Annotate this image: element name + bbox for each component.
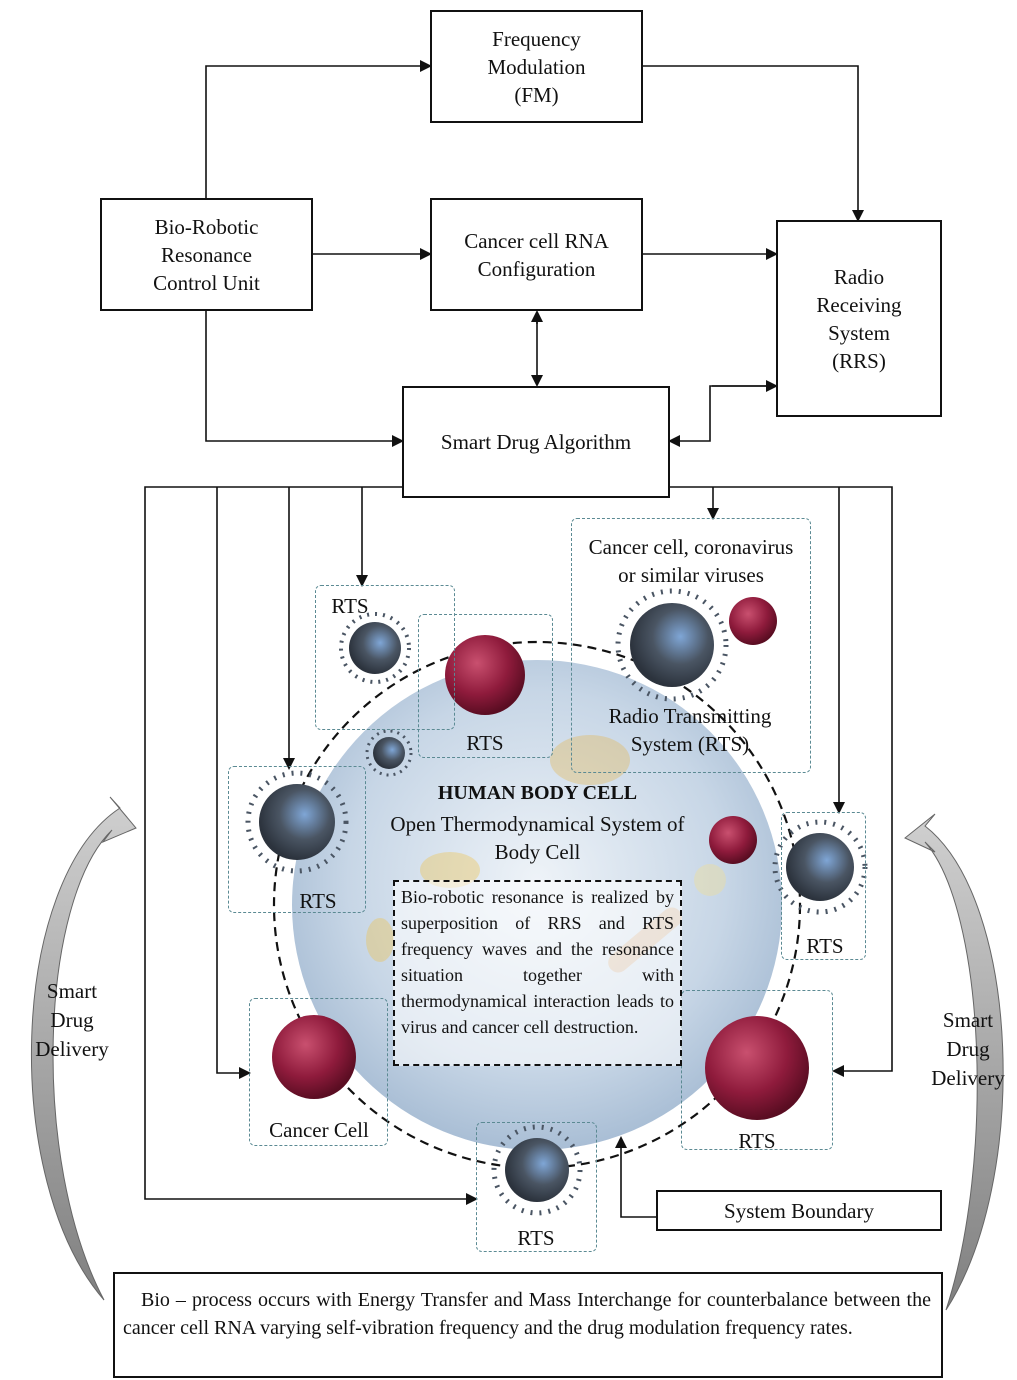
virus-icon-2 [339, 612, 411, 684]
cancer-cell-zone [249, 998, 388, 1146]
cancer-cell-icon-5 [705, 1016, 809, 1120]
virus-icon-6 [491, 1124, 583, 1216]
rts-label-top-inner: RTS [466, 731, 504, 755]
rts-label-left: RTS [299, 889, 337, 913]
fm-block: Frequency Modulation (FM) [430, 10, 643, 123]
rts-zone-bottom-right [681, 990, 833, 1150]
virus-icon-3 [245, 770, 349, 874]
cancer-cell-icon-4 [272, 1015, 356, 1099]
smart-drug-block: Smart Drug Algorithm [402, 386, 670, 498]
rna-config-block: Cancer cell RNA Configuration [430, 198, 643, 311]
rts-label-bottom: RTS [517, 1226, 555, 1250]
bio-process-description: Bio – process occurs with Energy Transfe… [113, 1272, 943, 1378]
rts-zone-right [781, 812, 866, 960]
virus-icon-1 [615, 588, 729, 702]
rts-zone-top-left [315, 585, 455, 730]
system-boundary-block: System Boundary [656, 1190, 942, 1231]
virus-zone [571, 518, 811, 773]
left-delivery-label: Smart Drug Delivery [35, 979, 109, 1061]
resonance-note: Bio-robotic resonance is realized by sup… [393, 880, 682, 1066]
rts-zone-top-inner [418, 614, 553, 758]
virus-caption: Cancer cell, coronavirus or similar viru… [588, 535, 794, 587]
cancer-cell-label: Cancer Cell [269, 1118, 369, 1142]
rts-label-bottom-right: RTS [738, 1129, 776, 1153]
rts-system-label: Radio Transmitting System (RTS) [608, 704, 772, 756]
rts-label-top-left: RTS [331, 594, 369, 618]
cell-title: HUMAN BODY CELL [437, 782, 638, 804]
right-delivery-label: Smart Drug Delivery [931, 1008, 1005, 1090]
rts-zone-left [228, 766, 366, 913]
rts-label-right: RTS [806, 934, 844, 958]
right-delivery-arrow [904, 813, 1004, 1311]
cancer-cell-icon-3 [709, 816, 757, 864]
cancer-cell-icon-1 [445, 635, 525, 715]
cancer-cell-icon-2 [729, 597, 777, 645]
control-unit-block: Bio-Robotic Resonance Control Unit [100, 198, 313, 311]
virus-icon-4 [365, 729, 413, 777]
cell-subtitle: Open Thermodynamical System of Body Cell [390, 812, 685, 864]
left-delivery-arrow [30, 796, 137, 1301]
rts-zone-bottom [476, 1122, 597, 1252]
rrs-block: Radio Receiving System (RRS) [776, 220, 942, 417]
